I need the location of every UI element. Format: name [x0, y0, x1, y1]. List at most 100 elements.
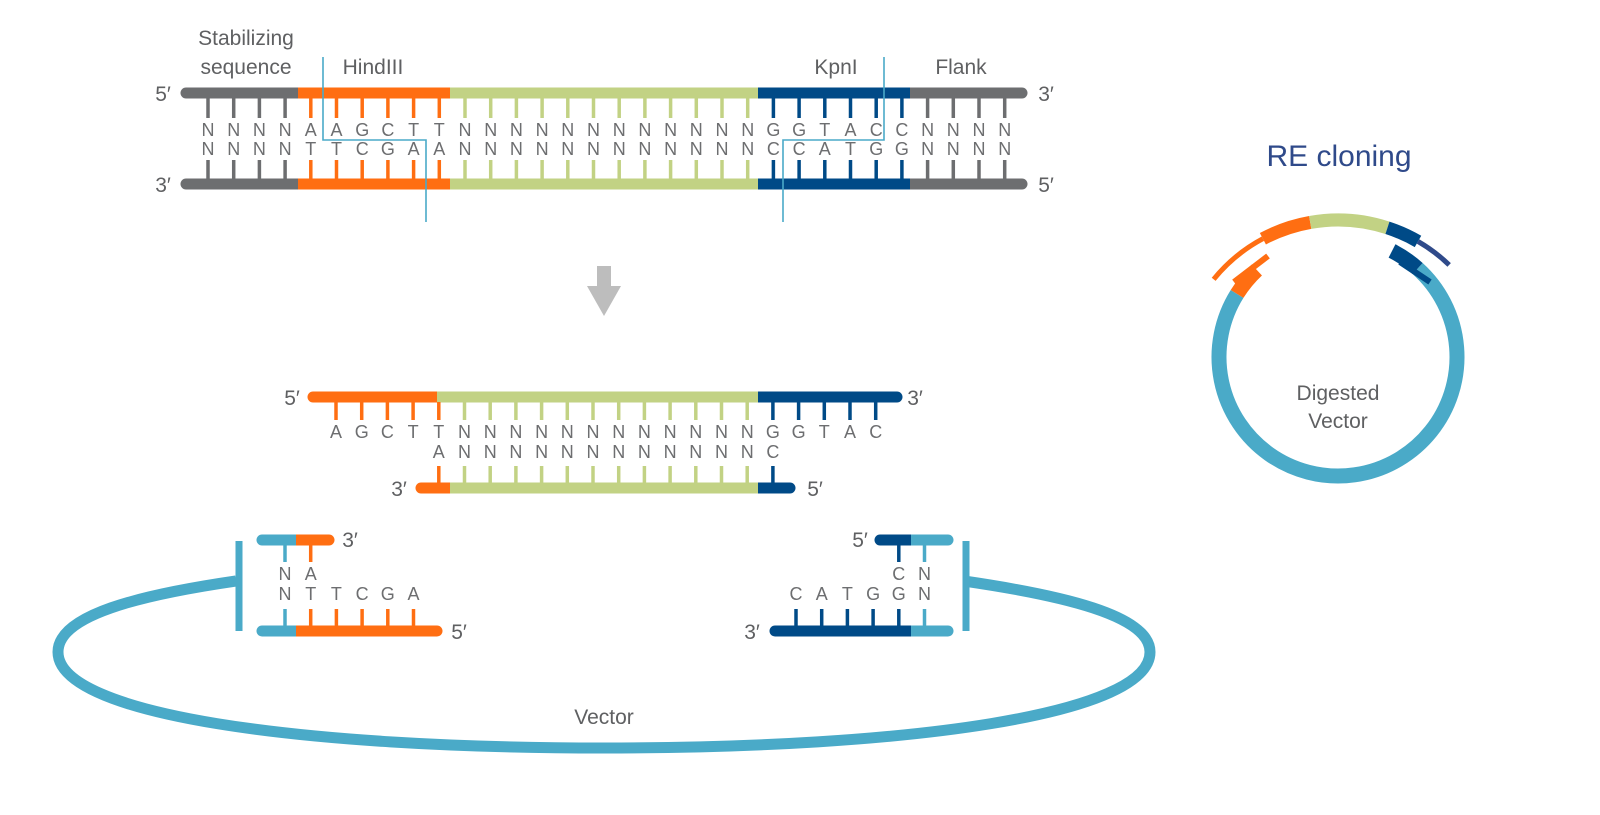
- p1-top-base: N: [536, 120, 549, 140]
- re-cloning-inset: RE cloning Digested Vector: [1211, 140, 1465, 484]
- vector-label: Vector: [574, 706, 634, 729]
- insert-lime-arc: [1309, 213, 1390, 235]
- p1-bottom-base: N: [510, 139, 523, 159]
- kpni-cut-line: [782, 57, 885, 222]
- p2-top-base: T: [433, 422, 444, 442]
- p1-bottom-base: N: [664, 139, 677, 159]
- p1-top-base: N: [587, 120, 600, 140]
- p1-bottom-base: N: [279, 139, 292, 159]
- p1-top-base: N: [202, 120, 215, 140]
- vec-right-bottom-seg-cap-left: [769, 625, 781, 637]
- vec-left-bottom-base: C: [356, 584, 369, 604]
- p2-bottom-base: N: [664, 442, 677, 462]
- p2-bottom-right-end: 5′: [807, 478, 823, 501]
- vec-left-top-end: 3′: [342, 529, 358, 552]
- p2-top-left-end: 5′: [284, 387, 300, 410]
- p1-bottom-right-end: 5′: [1038, 174, 1054, 197]
- vec-left-bottom-base: G: [381, 584, 395, 604]
- p2-top-base: G: [792, 422, 806, 442]
- p1-bottom-strand-seg-cap-left: [180, 178, 192, 190]
- vec-right-bottom-base: T: [842, 584, 853, 604]
- p1-top-base: A: [305, 120, 317, 140]
- p1-top-base: N: [459, 120, 472, 140]
- p1-bottom-base: N: [998, 139, 1011, 159]
- p2-bottom-base: N: [689, 442, 702, 462]
- vector-loop: [52, 575, 1156, 754]
- p1-top-base: N: [921, 120, 934, 140]
- insert-orange-overhang: [1211, 236, 1265, 281]
- p1-top-base: G: [792, 120, 806, 140]
- vector-orange-overhang: [1232, 253, 1270, 285]
- vec-left-bottom-base: T: [305, 584, 316, 604]
- p1-top-base: A: [844, 120, 856, 140]
- vec-left-bottom-base: N: [279, 584, 292, 604]
- down-arrow: [587, 266, 621, 316]
- re-cloning-title: RE cloning: [1266, 140, 1411, 173]
- p1-bottom-base: N: [253, 139, 266, 159]
- p2-top-base: N: [587, 422, 600, 442]
- p2-top-right-end: 3′: [907, 387, 923, 410]
- vec-right-bottom-base: G: [892, 584, 906, 604]
- p1-top-base: G: [766, 120, 780, 140]
- p2-top-strand-seg-cap-left: [307, 391, 319, 403]
- vec-left-top-seg-cap-right: [323, 534, 335, 546]
- vec-right-bottom-base: N: [918, 584, 931, 604]
- p2-top-base: N: [741, 422, 754, 442]
- p1-bottom-base: N: [690, 139, 703, 159]
- p1-top-base: N: [613, 120, 626, 140]
- p1-bottom-base: N: [638, 139, 651, 159]
- p1-top-base: N: [484, 120, 497, 140]
- p2-top-base: N: [664, 422, 677, 442]
- p2-bottom-base: N: [715, 442, 728, 462]
- p2-top-base: N: [458, 422, 471, 442]
- p1-top-base: A: [330, 120, 342, 140]
- p2-top-base: N: [612, 422, 625, 442]
- insert-full-teeth: [206, 98, 1007, 180]
- p2-top-base: N: [638, 422, 651, 442]
- p2-bottom-left-end: 3′: [391, 478, 407, 501]
- p2-top-base: C: [381, 422, 394, 442]
- insert-navy-arc: [1385, 221, 1422, 248]
- p1-bottom-base: A: [433, 139, 445, 159]
- p2-bottom-base: N: [458, 442, 471, 462]
- p2-bottom-base: N: [587, 442, 600, 462]
- p2-top-strand-seg-cap-right: [891, 391, 903, 403]
- p1-bottom-base: N: [561, 139, 574, 159]
- p1-bottom-base: N: [973, 139, 986, 159]
- p1-bottom-left-end: 3′: [155, 174, 171, 197]
- p1-bottom-base: C: [767, 139, 780, 159]
- p1-top-base: N: [279, 120, 292, 140]
- insert-navy-overhang: [1416, 239, 1451, 267]
- p2-bottom-strand-seg-cap-left: [415, 482, 427, 494]
- p2-top-base: N: [509, 422, 522, 442]
- digested-vector-label-line2: Vector: [1308, 410, 1368, 433]
- vector-circle-navy-end: [1388, 244, 1423, 275]
- vec-right-top-seg-cap-left: [874, 534, 886, 546]
- vec-left-bottom-seg-cap-left: [256, 625, 268, 637]
- insert-orange-arc: [1259, 216, 1312, 245]
- vec-right-top-end: 5′: [852, 529, 868, 552]
- vec-left-top-seg-cap-left: [256, 534, 268, 546]
- p2-bottom-strand-seg-cap-right: [784, 482, 796, 494]
- p2-top-base: T: [819, 422, 830, 442]
- hindiii-cut-line: [322, 57, 427, 222]
- p2-top-base: A: [844, 422, 856, 442]
- p1-bottom-base: C: [793, 139, 806, 159]
- vec-right-bottom-end: 3′: [744, 621, 760, 644]
- p1-bottom-base: N: [613, 139, 626, 159]
- p2-bottom-base: N: [612, 442, 625, 462]
- digested-vector-label-line1: Digested: [1297, 382, 1380, 405]
- p1-top-base: N: [664, 120, 677, 140]
- digested-vector-circle: [1211, 213, 1465, 484]
- p2-top-base: G: [766, 422, 780, 442]
- p1-bottom-base: T: [305, 139, 316, 159]
- p1-bottom-base: N: [227, 139, 240, 159]
- p1-top-base: C: [381, 120, 394, 140]
- vector-left-end: [256, 534, 443, 637]
